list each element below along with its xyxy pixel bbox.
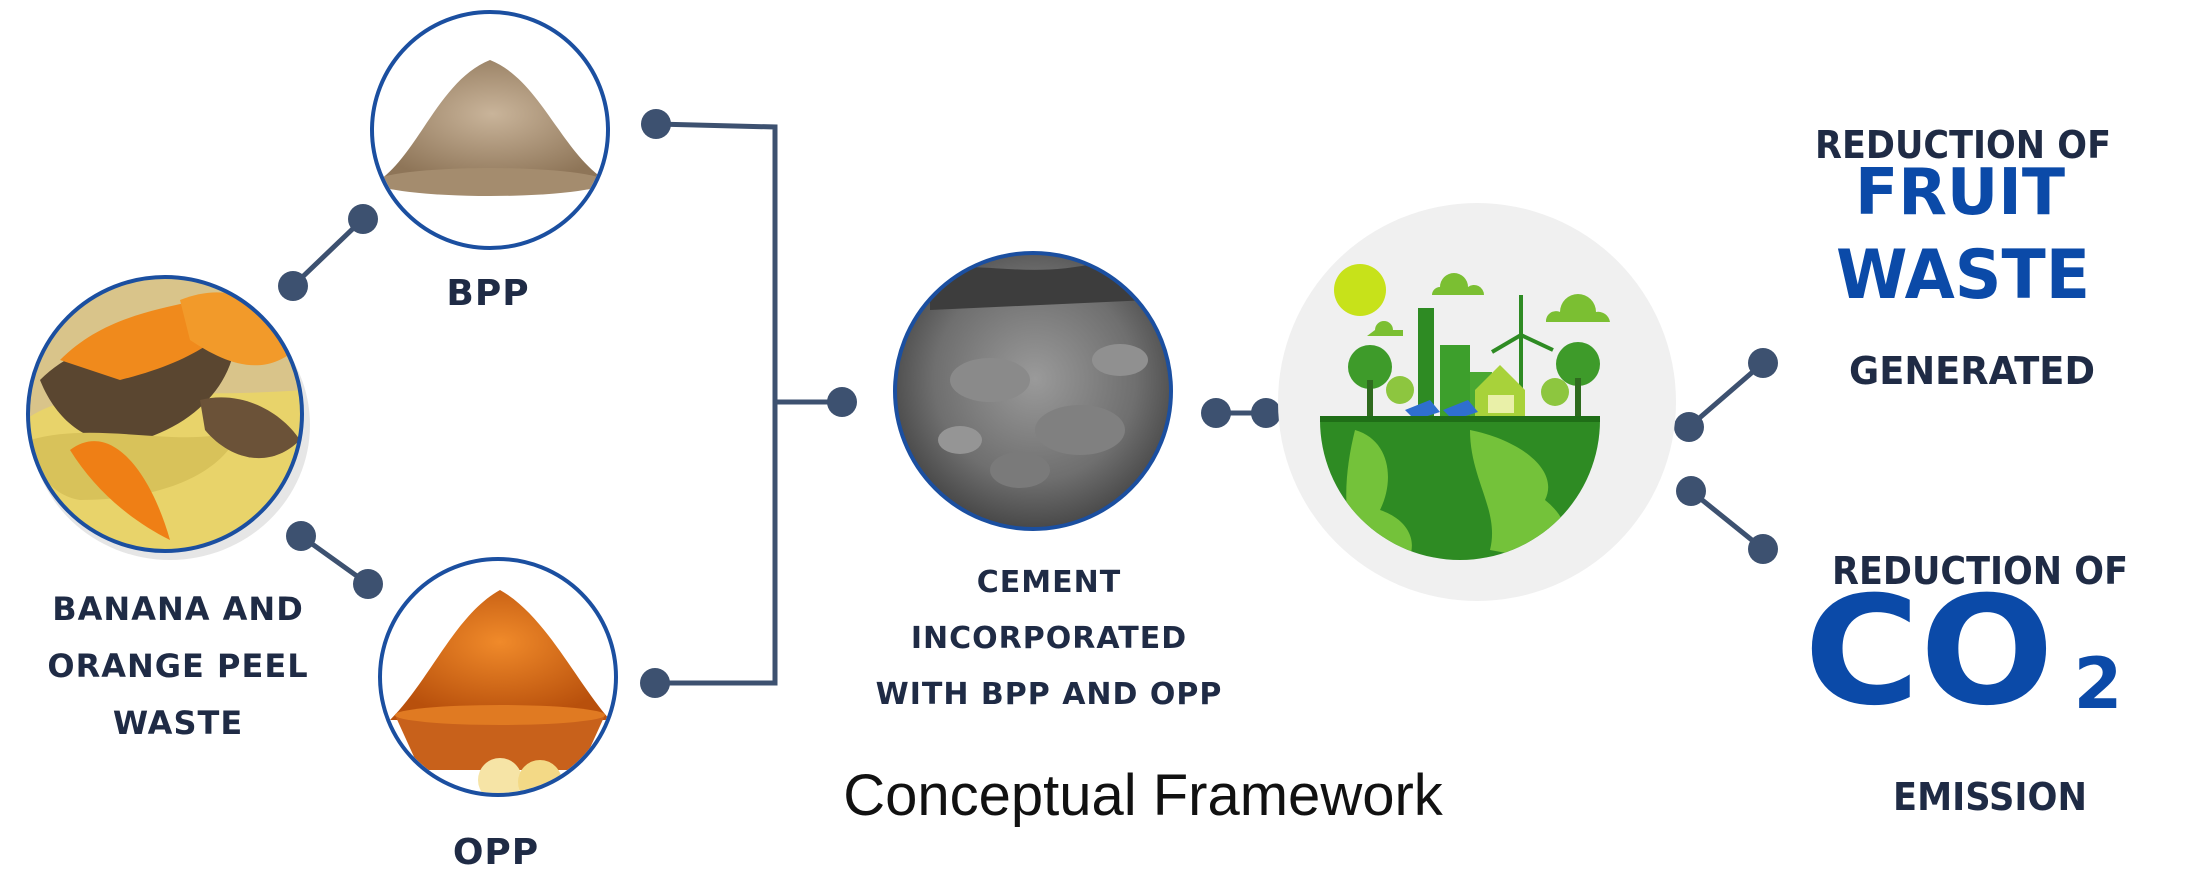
- green-earth-icon: [1278, 203, 1676, 601]
- dot: [1674, 412, 1704, 442]
- outcome1-line1: REDUCTION OF: [1815, 123, 2111, 167]
- connector-source-bpp: [290, 216, 366, 289]
- dot: [353, 569, 383, 599]
- cement-label-line3: WITH BPP AND OPP: [876, 677, 1223, 712]
- bpp-label: BPP: [446, 273, 529, 314]
- outcome1-line3: WASTE: [1836, 236, 2090, 315]
- co2-formula-main: CO: [1804, 565, 2054, 739]
- dot: [640, 668, 670, 698]
- dot: [641, 109, 671, 139]
- dot: [1748, 534, 1778, 564]
- dot: [1676, 476, 1706, 506]
- outcome1-line4: GENERATED: [1849, 349, 2095, 393]
- connector-earth-fruit: [1686, 360, 1766, 430]
- source-label-line1: BANANA AND: [52, 590, 304, 628]
- orange-peel-powder-image: [378, 557, 618, 797]
- dot: [278, 271, 308, 301]
- dot: [286, 521, 316, 551]
- dot: [1251, 398, 1281, 428]
- source-label-line3: WASTE: [113, 704, 243, 742]
- dot: [1201, 398, 1231, 428]
- banana-orange-peel-image: [26, 275, 310, 560]
- outcome2-line1: REDUCTION OF: [1832, 549, 2128, 593]
- banana-peel-powder-image: [370, 10, 610, 250]
- outcome2-line3: EMISSION: [1893, 775, 2087, 819]
- connector-earth-co2: [1688, 488, 1766, 552]
- source-label-line2: ORANGE PEEL: [47, 647, 308, 685]
- dot: [348, 204, 378, 234]
- dot: [1748, 348, 1778, 378]
- dot: [827, 387, 857, 417]
- node-dots: [278, 109, 1778, 698]
- cement-powder-image: [893, 251, 1173, 531]
- labels: BANANA AND ORANGE PEEL WASTE BPP OPP CEM…: [47, 123, 2128, 869]
- cement-label-line2: INCORPORATED: [911, 621, 1187, 656]
- cement-label-line1: CEMENT: [977, 565, 1121, 600]
- diagram-caption: Conceptual Framework: [843, 763, 1444, 828]
- connector-bracket: [652, 121, 778, 686]
- outcome1-line2: FRUIT: [1855, 156, 2065, 230]
- co2-formula-sub: 2: [2074, 643, 2123, 725]
- opp-label: OPP: [453, 832, 539, 869]
